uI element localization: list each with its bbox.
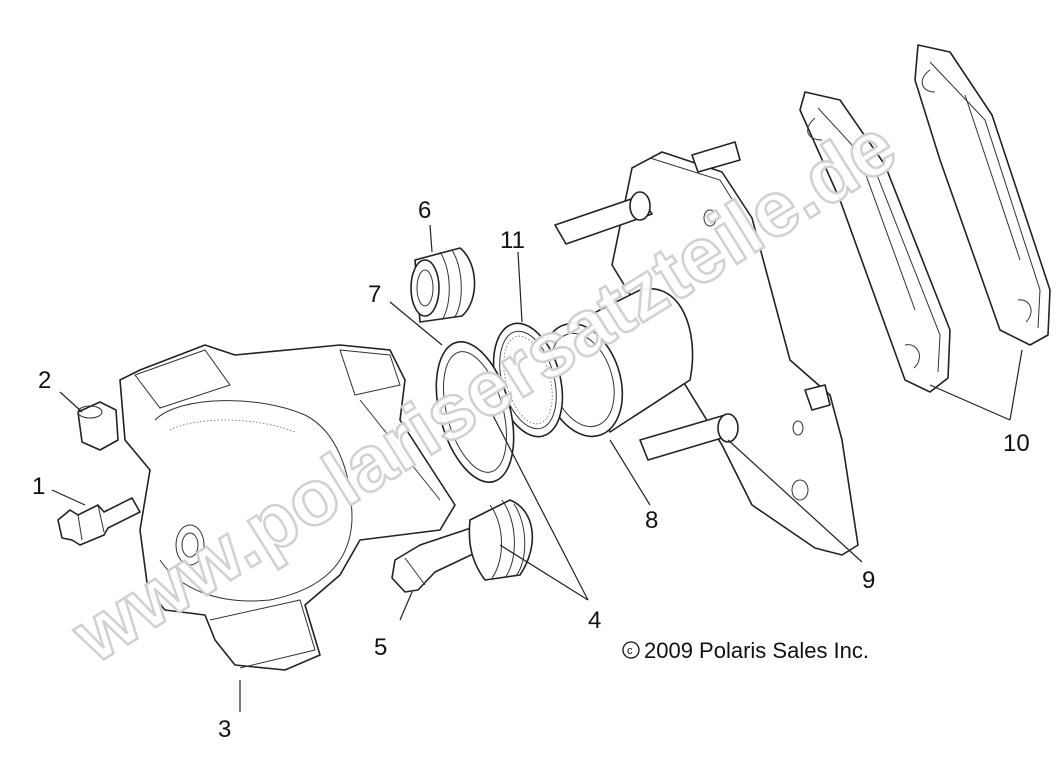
slide-pin-5 [391, 524, 493, 593]
callout-11: 11 [500, 227, 525, 254]
brake-pad-9a [799, 91, 951, 393]
callout-4: 4 [588, 607, 601, 634]
callout-1: 1 [32, 473, 45, 500]
caliper-housing-3 [119, 344, 456, 671]
leader-lines [51, 224, 1023, 712]
callout-5: 5 [374, 634, 387, 661]
copyright-icon [622, 641, 640, 659]
callout-3: 3 [218, 716, 231, 743]
callout-9: 9 [862, 567, 875, 594]
callout-7: 7 [368, 281, 381, 308]
callout-10: 10 [1003, 430, 1030, 457]
callout-2: 2 [38, 367, 51, 394]
nut-2 [77, 401, 119, 451]
bleeder-screw-1 [57, 497, 141, 546]
boot-6 [410, 247, 476, 323]
copyright-symbol: c [627, 645, 633, 657]
boot-4 [468, 499, 534, 581]
copyright-notice: c 2009 Polaris Sales Inc. [622, 638, 869, 663]
copyright-text: 2009 Polaris Sales Inc. [644, 638, 869, 663]
caliper-bracket-9 [554, 141, 859, 556]
callout-8: 8 [645, 507, 658, 534]
brake-pad-10 [914, 44, 1051, 346]
callout-6: 6 [418, 197, 431, 224]
dust-seal-7 [435, 341, 515, 483]
